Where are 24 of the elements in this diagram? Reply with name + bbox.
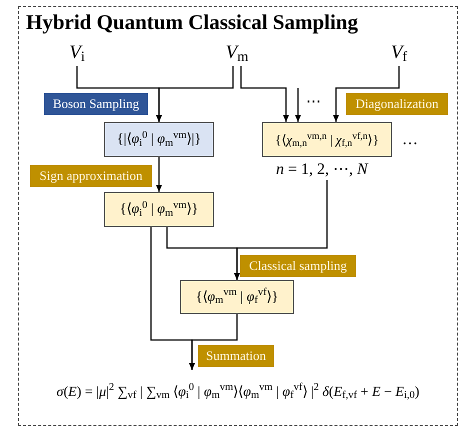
variable-label: V$_{f}$ (390, 40, 408, 68)
arrow (156, 66, 234, 122)
step-tag: Classical sampling (240, 255, 356, 277)
arrow (295, 88, 301, 122)
arrow (156, 157, 162, 192)
variable-label: V$_{i}$ (69, 40, 85, 68)
arrow (333, 66, 400, 122)
arrow (240, 66, 289, 122)
ellipsis-label: ⋯ (306, 94, 321, 110)
variable-label: V$_{m}$ (226, 40, 248, 68)
arrow (234, 180, 328, 280)
formula-text: σ(E) = |μ|$^{2}$ ∑$_{vf}$ | ∑$_{vm}$ ⟨φ$_{i}$$^{0}$ | φ$_{m}$$^{vm}$⟩⟨φ$_{m}$$^{vm}$ | φ$_{f}$$^{vf}$⟩ |$^{2}$ δ(E$_{f,vf}$ + E − E$_{i,0}$) (56, 382, 420, 402)
step-tag: Sign approximation (30, 165, 152, 187)
arrow (189, 314, 238, 370)
step-tag: Summation (198, 345, 274, 367)
state-overlap-box: {⟨φ$_{m}$$^{vm}$ | φ$_{f}$$^{vf}$⟩} (180, 280, 294, 314)
state-overlap-box: {|⟨φ$_{i}$$^{0}$ | φ$_{m}$$^{vm}$⟩|} (104, 122, 214, 157)
title: Hybrid Quantum Classical Sampling (26, 9, 358, 36)
state-overlap-box: {⟨χ$_{m,n}$$^{vm,n}$ | χ$_{f,n}$$^{vf,n}$⟩} (262, 122, 392, 157)
step-tag: Boson Sampling (44, 93, 148, 115)
index-range-label: n = 1, 2, ⋯, N (276, 161, 368, 178)
step-tag: Diagonalization (346, 93, 448, 115)
ellipsis-label: … (402, 131, 418, 148)
state-overlap-box: {⟨φ$_{i}$$^{0}$ | φ$_{m}$$^{vm}$⟩} (104, 192, 214, 227)
